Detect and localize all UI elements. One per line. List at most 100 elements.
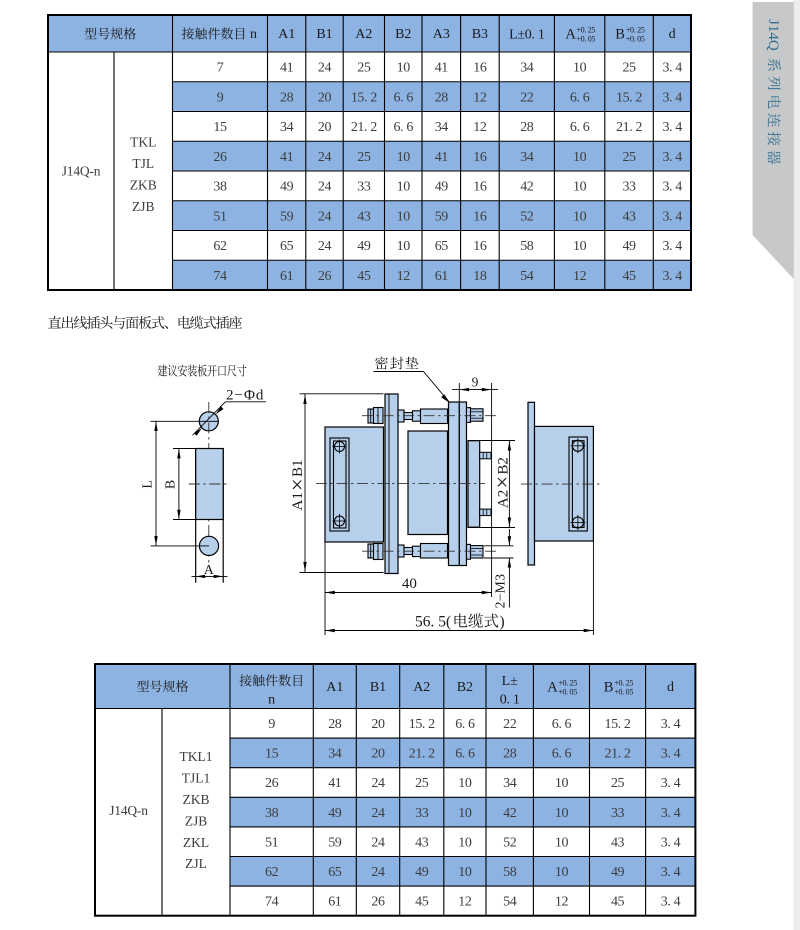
svg-text:25: 25 xyxy=(622,150,636,165)
svg-text:3. 4: 3. 4 xyxy=(662,239,682,254)
svg-text:74: 74 xyxy=(213,269,227,284)
svg-text:2−M3: 2−M3 xyxy=(493,574,508,609)
svg-text:65: 65 xyxy=(435,239,449,254)
svg-text:28: 28 xyxy=(520,120,534,135)
svg-text:21. 2: 21. 2 xyxy=(616,120,642,135)
svg-text:3. 4: 3. 4 xyxy=(662,150,682,165)
svg-text:15. 2: 15. 2 xyxy=(616,90,642,105)
svg-text:B3: B3 xyxy=(472,27,488,42)
svg-text:3. 4: 3. 4 xyxy=(662,61,682,76)
svg-text:+0. 25: +0. 25 xyxy=(614,678,633,687)
svg-text:16: 16 xyxy=(473,209,487,224)
svg-text:10: 10 xyxy=(573,209,587,224)
svg-text:A1: A1 xyxy=(326,680,343,695)
svg-text:6. 6: 6. 6 xyxy=(455,747,475,762)
svg-text:10: 10 xyxy=(458,835,472,850)
svg-text:52: 52 xyxy=(503,835,517,850)
svg-text:34: 34 xyxy=(280,120,294,135)
svg-text:15: 15 xyxy=(213,120,227,135)
svg-text:43: 43 xyxy=(415,835,429,850)
svg-text:3. 4: 3. 4 xyxy=(662,209,682,224)
svg-text:10: 10 xyxy=(397,239,411,254)
svg-text:16: 16 xyxy=(473,61,487,76)
svg-text:24: 24 xyxy=(371,865,385,880)
svg-text:24: 24 xyxy=(318,61,332,76)
svg-text:J14Q: J14Q xyxy=(765,19,781,51)
svg-text:3. 4: 3. 4 xyxy=(661,895,681,910)
svg-text:28: 28 xyxy=(328,717,342,732)
svg-text:59: 59 xyxy=(328,835,342,850)
svg-text:3. 4: 3. 4 xyxy=(661,747,681,762)
svg-text:10: 10 xyxy=(397,180,411,195)
svg-text:28: 28 xyxy=(280,90,294,105)
svg-text:10: 10 xyxy=(397,209,411,224)
svg-text:3. 4: 3. 4 xyxy=(662,90,682,105)
svg-text:41: 41 xyxy=(435,61,449,76)
svg-text:20: 20 xyxy=(318,90,332,105)
svg-text:20: 20 xyxy=(371,747,385,762)
svg-text:3. 4: 3. 4 xyxy=(662,120,682,135)
svg-text:58: 58 xyxy=(520,239,534,254)
svg-text:9: 9 xyxy=(268,717,275,732)
svg-text:26: 26 xyxy=(213,150,227,165)
svg-text:3. 4: 3. 4 xyxy=(661,717,681,732)
svg-text:34: 34 xyxy=(520,150,534,165)
svg-text:43: 43 xyxy=(622,209,636,224)
svg-text:28: 28 xyxy=(435,90,449,105)
svg-text:12: 12 xyxy=(573,269,587,284)
svg-text:33: 33 xyxy=(611,806,625,821)
svg-text:21. 2: 21. 2 xyxy=(409,747,435,762)
svg-text:43: 43 xyxy=(611,835,625,850)
svg-text:74: 74 xyxy=(265,895,279,910)
svg-text:16: 16 xyxy=(473,239,487,254)
svg-text:34: 34 xyxy=(435,120,449,135)
svg-text:TJL: TJL xyxy=(132,156,154,171)
svg-text:L±0. 1: L±0. 1 xyxy=(509,27,545,42)
svg-text:33: 33 xyxy=(622,180,636,195)
svg-text:25: 25 xyxy=(622,61,636,76)
svg-text:12: 12 xyxy=(555,895,569,910)
svg-text:9: 9 xyxy=(217,90,224,105)
svg-text:+0. 25: +0. 25 xyxy=(626,26,645,35)
svg-text:3. 4: 3. 4 xyxy=(661,865,681,880)
svg-text:ZJB: ZJB xyxy=(185,813,208,828)
svg-text:+0. 25: +0. 25 xyxy=(558,678,577,687)
svg-text:7: 7 xyxy=(217,61,224,76)
svg-text:J14Q-n: J14Q-n xyxy=(109,803,148,818)
svg-text:10: 10 xyxy=(573,239,587,254)
svg-text:61: 61 xyxy=(280,269,294,284)
svg-text:6. 6: 6. 6 xyxy=(394,120,414,135)
svg-text:10: 10 xyxy=(458,865,472,880)
svg-text:20: 20 xyxy=(318,120,332,135)
svg-text:15. 2: 15. 2 xyxy=(605,717,631,732)
svg-text:16: 16 xyxy=(473,150,487,165)
svg-text:3. 4: 3. 4 xyxy=(661,835,681,850)
svg-text:62: 62 xyxy=(213,239,227,254)
svg-text:TJL1: TJL1 xyxy=(182,771,211,786)
svg-text:34: 34 xyxy=(328,747,342,762)
svg-text:15. 2: 15. 2 xyxy=(351,90,377,105)
svg-text:41: 41 xyxy=(280,150,294,165)
svg-text:15: 15 xyxy=(265,747,279,762)
svg-text:B: B xyxy=(615,27,625,43)
svg-text:43: 43 xyxy=(357,209,371,224)
svg-text:6. 6: 6. 6 xyxy=(455,717,475,732)
svg-text:24: 24 xyxy=(318,150,332,165)
svg-text:40: 40 xyxy=(402,576,417,592)
svg-text:51: 51 xyxy=(213,209,227,224)
svg-text:3. 4: 3. 4 xyxy=(662,269,682,284)
svg-text:+0. 05: +0. 05 xyxy=(558,687,577,696)
svg-text:10: 10 xyxy=(573,61,587,76)
svg-text:ZKL: ZKL xyxy=(183,835,209,850)
svg-text:45: 45 xyxy=(357,269,371,284)
svg-text:3. 4: 3. 4 xyxy=(662,180,682,195)
svg-text:61: 61 xyxy=(435,269,449,284)
svg-text:49: 49 xyxy=(328,806,342,821)
svg-text:21. 2: 21. 2 xyxy=(351,120,377,135)
svg-text:d: d xyxy=(669,27,676,42)
svg-text:ZKB: ZKB xyxy=(183,792,210,807)
svg-text:41: 41 xyxy=(328,776,342,791)
svg-text:B1: B1 xyxy=(370,680,386,695)
svg-text:24: 24 xyxy=(318,209,332,224)
svg-text:10: 10 xyxy=(397,150,411,165)
